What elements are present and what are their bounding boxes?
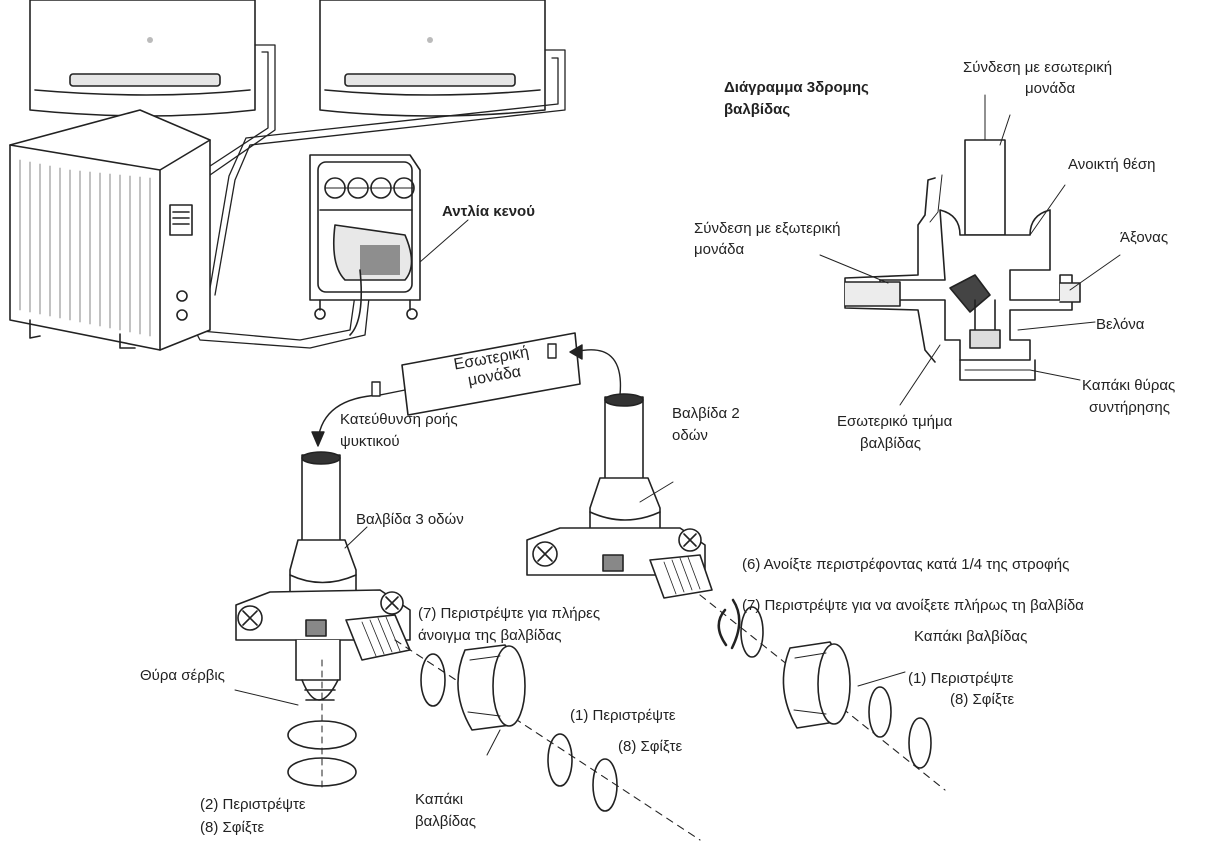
cross-section-title-line2: βαλβίδας <box>724 101 791 118</box>
indoor-unit-2-icon <box>319 0 546 117</box>
rotation-arrows-left-icon <box>394 639 701 841</box>
service-cap-label-line1: Καπάκι θύρας <box>1082 377 1176 394</box>
step8-left-label: (8) Σφίξτε <box>618 738 683 755</box>
valve-cap-right-label: Καπάκι βαλβίδας <box>914 628 1028 645</box>
two-way-valve-label-line2: οδών <box>672 427 708 444</box>
three-way-valve-icon <box>235 451 411 701</box>
step7-right-label: (7) Περιστρέψτε για να ανοίξετε πλήρως τ… <box>742 597 1084 614</box>
step2-label: (2) Περιστρέψτε <box>200 796 306 813</box>
step7-left-label-line2: άνοιγμα της βαλβίδας <box>418 627 562 644</box>
two-way-valve-label-line1: Βαλβίδα 2 <box>672 405 740 422</box>
valve-inner-label-line1: Εσωτερικό τμήμα <box>837 413 953 430</box>
conn-indoor-label-line1: Σύνδεση με εσωτερική <box>963 59 1113 76</box>
valve-cap-right-icon <box>782 641 851 729</box>
indoor-unit-1-icon <box>29 0 256 117</box>
service-port-label: Θύρα σέρβις <box>140 667 225 684</box>
cross-section-leaders <box>819 114 1121 406</box>
valve-inner-label-line2: βαλβίδας <box>860 435 922 452</box>
needle-label: Βελόνα <box>1096 316 1145 333</box>
service-port-rotation-icon <box>287 659 357 791</box>
axis-label: Άξονας <box>1120 229 1169 246</box>
two-way-valve-icon <box>526 393 713 599</box>
valve-cap-left-label-line2: βαλβίδας <box>415 813 477 830</box>
vacuum-pump-icon <box>309 154 421 336</box>
cross-section-title-line1: Διάγραμμα 3δρομης <box>724 79 869 96</box>
vacuum-pump-leader <box>419 219 469 263</box>
conn-outdoor-label-line2: μονάδα <box>694 241 745 258</box>
indoor-unit-box <box>401 332 581 416</box>
step1-left-label: (1) Περιστρέψτε <box>570 707 676 724</box>
outdoor-unit-icon <box>9 109 211 351</box>
step8-right-label: (8) Σφίξτε <box>950 691 1015 708</box>
step8-bottom-label: (8) Σφίξτε <box>200 819 265 836</box>
step1-right-label: (1) Περιστρέψτε <box>908 670 1014 687</box>
valve-cross-section-icon <box>844 94 1081 381</box>
step7-left-label-line1: (7) Περιστρέψτε για πλήρες <box>418 605 601 622</box>
valve-cap-left-label-line1: Καπάκι <box>415 791 464 808</box>
flow-direction-arrows-icon <box>311 343 622 447</box>
flow-direction-label-line1: Κατεύθυνση ροής <box>340 411 458 428</box>
flow-direction-label-line2: ψυκτικού <box>340 433 400 450</box>
conn-outdoor-label-line1: Σύνδεση με εξωτερική <box>694 220 841 237</box>
valve-cap-left-icon <box>457 644 526 731</box>
conn-indoor-label-line2: μονάδα <box>1025 80 1076 97</box>
step6-label: (6) Ανοίξτε περιστρέφοντας κατά 1/4 της … <box>742 556 1070 573</box>
vacuum-pump-label: Αντλία κενού <box>442 203 535 220</box>
three-way-valve-label: Βαλβίδα 3 οδών <box>356 511 464 528</box>
service-cap-label-line2: συντήρησης <box>1089 399 1170 416</box>
leader-lines <box>234 481 906 756</box>
open-position-label: Ανοικτή θέση <box>1068 156 1156 173</box>
